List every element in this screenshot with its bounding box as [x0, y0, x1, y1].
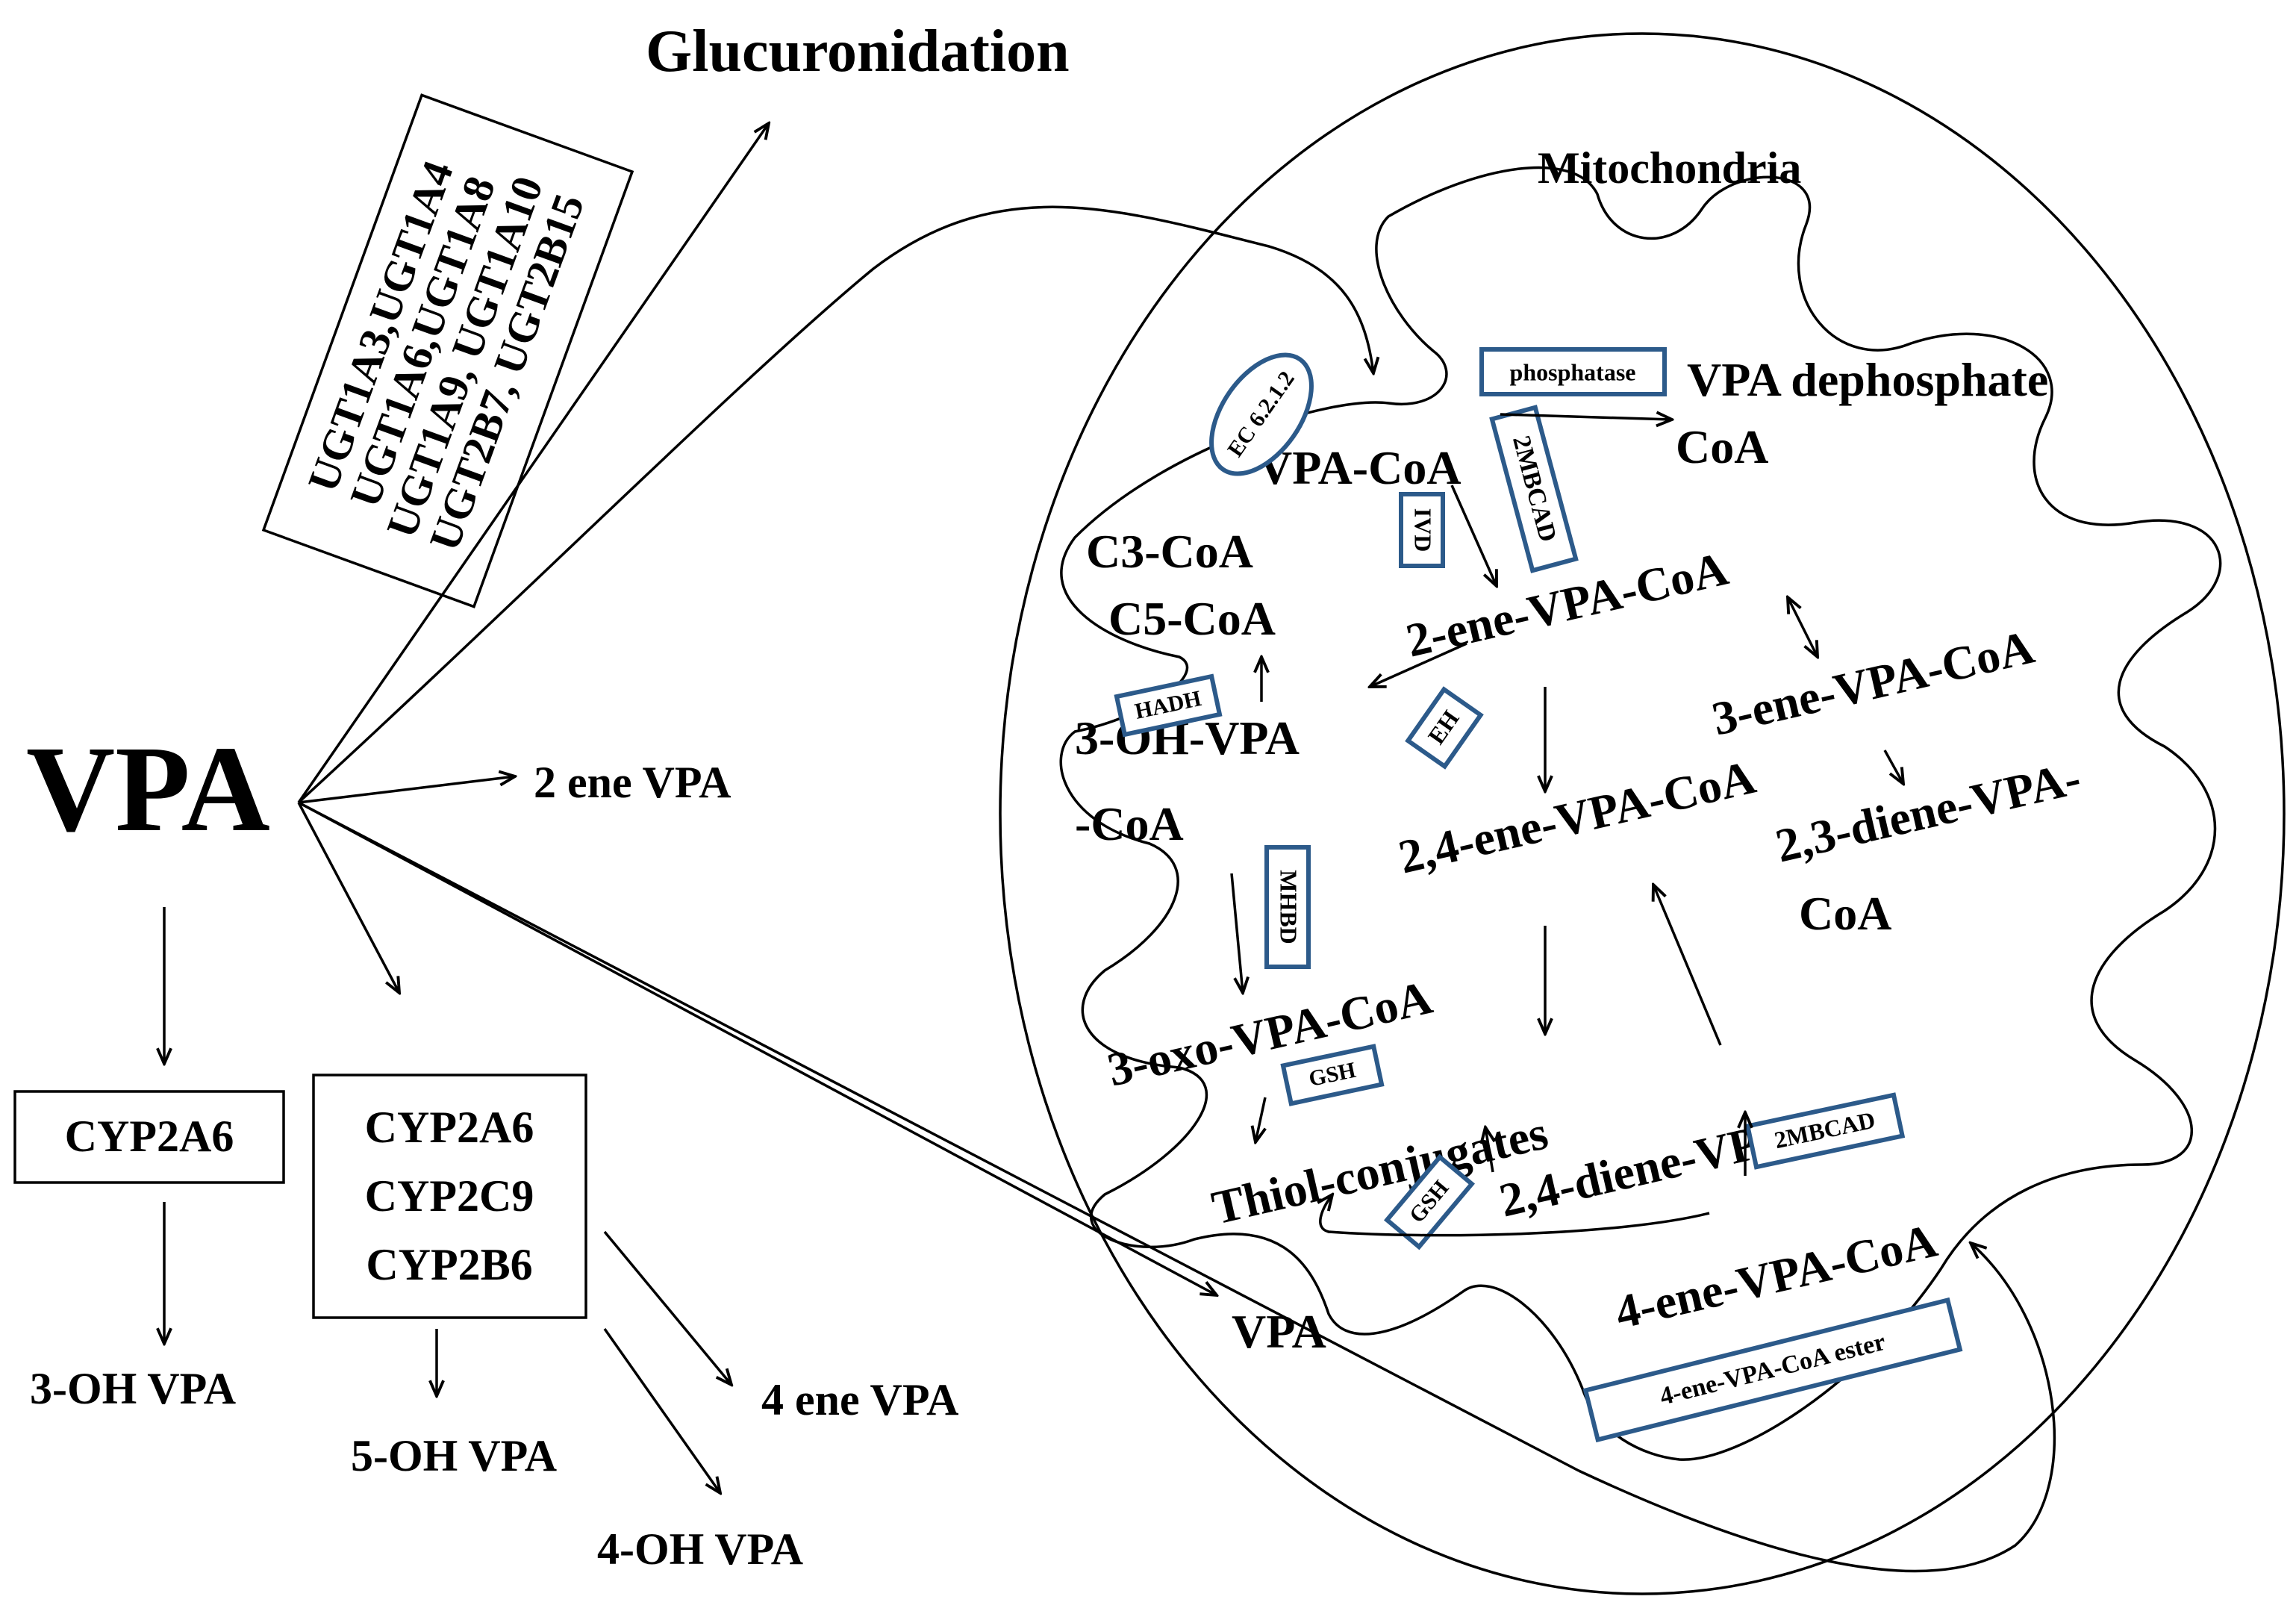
vpa-coa-label: VPA-CoA [1258, 441, 1461, 494]
cyp2a6-single-label: CYP2A6 [65, 1112, 234, 1161]
left-arrows [164, 123, 1579, 1493]
cyp2a6-box [13, 1090, 285, 1184]
mitochondria-outer-membrane [999, 32, 2286, 1595]
svg-text:IVD: IVD [1410, 508, 1437, 552]
four-oh-vpa-label: 4-OH VPA [597, 1524, 803, 1574]
mhbd-enzyme: MHBD [1264, 845, 1311, 969]
cyp-multi-box [312, 1074, 587, 1319]
cyp-multi-line-1: CYP2A6 [365, 1103, 534, 1152]
c5-coa-label: C5-CoA [1108, 592, 1276, 645]
two-four-ene-vpa-coa-label: 2,4-ene-VPA-CoA [1394, 750, 1760, 884]
mitochondria-label: Mitochondria [1538, 143, 1801, 193]
svg-text:phosphatase: phosphatase [1510, 358, 1636, 385]
phosphatase-enzyme: phosphatase [1479, 347, 1667, 396]
vpa-mito-label: VPA [1232, 1305, 1326, 1358]
four-ene-vpa-label: 4 ene VPA [761, 1375, 958, 1424]
svg-text:MHBD: MHBD [1276, 870, 1303, 944]
vpa-main-label: VPA [26, 720, 270, 857]
two-three-diene-vpa-coa-label-line1: 2,3-diene-VPA- [1771, 751, 2086, 873]
three-ene-vpa-coa-label: 3-ene-VPA-CoA [1707, 620, 2038, 746]
ec-6-2-1-2-enzyme: EC 6.2.1.2 [1209, 352, 1314, 476]
glucuronidation-label: Glucuronidation [646, 19, 1070, 84]
three-oh-vpa-label: 3-OH VPA [30, 1364, 236, 1413]
two-three-diene-vpa-coa-label-line2: CoA [1799, 887, 1891, 940]
mitochondrial-arrows [1230, 414, 2056, 1573]
hadh-enzyme: HADH [1114, 673, 1223, 738]
c3-coa-label: C3-CoA [1086, 525, 1253, 578]
ugt-enzyme-box: UGT1A3,UGT1A4 UGT1A6,UGT1A8 UGT1A9, UGT1… [261, 93, 634, 608]
coa-label: CoA [1676, 420, 1768, 473]
ivd-enzyme: IVD [1399, 492, 1445, 568]
cyp-multi-line-2: CYP2C9 [365, 1171, 534, 1221]
three-oh-vpa-coa-label-line2: -CoA [1075, 797, 1184, 850]
five-oh-vpa-label: 5-OH VPA [351, 1431, 557, 1480]
cyp-multi-line-3: CYP2B6 [366, 1240, 532, 1289]
eh-enzyme: EH [1405, 686, 1484, 770]
gsh-enzyme-1: GSH [1280, 1044, 1385, 1106]
vpa-dephosphate-label: VPA dephosphate [1687, 353, 2048, 406]
2mbcad-top-enzyme: 2MBCAD [1489, 405, 1579, 573]
three-oxo-vpa-coa-label: 3-oxo-VPA-CoA [1102, 971, 1437, 1097]
two-ene-vpa-label: 2 ene VPA [534, 758, 731, 807]
